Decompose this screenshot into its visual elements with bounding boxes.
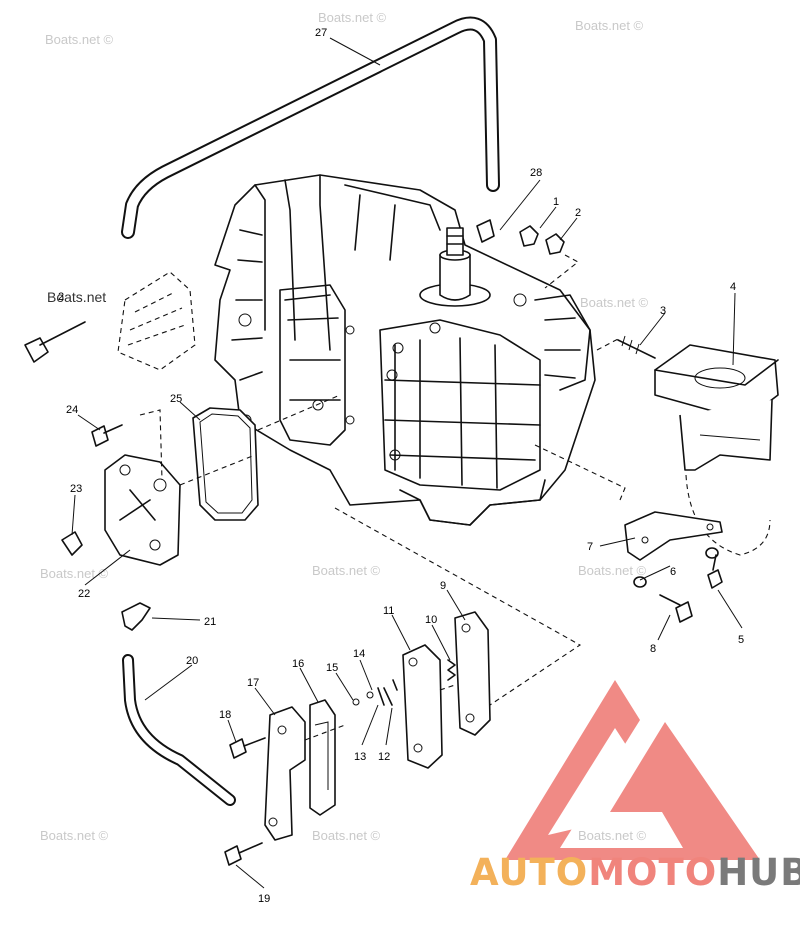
- callout-6: 6: [670, 566, 676, 578]
- watermark: Boats.net ©: [45, 32, 114, 47]
- leader-lines: [71, 37, 743, 889]
- gasket-25: [192, 407, 259, 521]
- callout-9: 9: [440, 580, 446, 592]
- reed-valve-outline: [117, 271, 196, 371]
- plate-9: [454, 611, 491, 736]
- callout-8: 8: [650, 643, 656, 655]
- callout-18: 18: [219, 709, 231, 721]
- fittings: [24, 219, 495, 631]
- callout-27: 27: [315, 27, 327, 39]
- callout-14: 14: [353, 648, 365, 660]
- callout-13: 13: [354, 751, 366, 763]
- callout-21: 21: [204, 616, 216, 628]
- watermark: Boats.net ©: [40, 828, 109, 843]
- small-parts-10-15: [352, 659, 456, 706]
- watermark-dark: Boats.net: [47, 289, 106, 305]
- plate-17: [264, 706, 306, 841]
- hose-20: [122, 654, 236, 806]
- cover-22: [104, 454, 181, 566]
- callout-12: 12: [378, 751, 390, 763]
- bracket-7: [624, 511, 723, 561]
- adapter-plate-4: [654, 344, 779, 556]
- callout-17: 17: [247, 677, 259, 689]
- callout-7: 7: [587, 541, 593, 553]
- watermark: Boats.net ©: [40, 566, 109, 581]
- callout-25: 25: [170, 393, 182, 405]
- assembly-lines: [139, 254, 626, 741]
- hose-27: [121, 16, 500, 239]
- plate-11: [402, 644, 443, 769]
- fasteners: [91, 225, 723, 866]
- callout-4: 4: [730, 281, 736, 293]
- watermark: Boats.net ©: [578, 563, 647, 578]
- callout-2-left: 2: [58, 291, 64, 303]
- watermark: Boats.net ©: [312, 563, 381, 578]
- watermark: Boats.net ©: [318, 10, 387, 25]
- callout-23: 23: [70, 483, 82, 495]
- callout-numbers: 27 28 1 2 3 4 5 6 7 8 9 10 11 12 13 14 1…: [58, 27, 744, 905]
- engine-block: [214, 174, 596, 526]
- logo-moto: MOTO: [588, 851, 718, 894]
- callout-16: 16: [292, 658, 304, 670]
- watermark: Boats.net ©: [580, 295, 649, 310]
- callout-5: 5: [738, 634, 744, 646]
- callout-22: 22: [78, 588, 90, 600]
- watermark: Boats.net ©: [578, 828, 647, 843]
- callout-15: 15: [326, 662, 338, 674]
- watermark: Boats.net ©: [312, 828, 381, 843]
- watermark: Boats.net ©: [575, 18, 644, 33]
- callout-2: 2: [575, 207, 581, 219]
- automotohub-logo: AUTOMOTOHUB: [470, 851, 800, 894]
- callout-28: 28: [530, 167, 542, 179]
- callout-11: 11: [383, 605, 394, 617]
- callout-10: 10: [425, 614, 437, 626]
- automotohub-emblem: [505, 680, 760, 860]
- callout-24: 24: [66, 404, 78, 416]
- plate-16: [309, 699, 336, 816]
- crankshaft-end: [419, 227, 491, 307]
- callout-19: 19: [258, 893, 270, 905]
- logo-hub: HUB: [717, 851, 800, 894]
- callout-20: 20: [186, 655, 198, 667]
- logo-auto: AUTO: [470, 851, 589, 894]
- callout-1: 1: [553, 196, 559, 208]
- callout-3: 3: [660, 305, 666, 317]
